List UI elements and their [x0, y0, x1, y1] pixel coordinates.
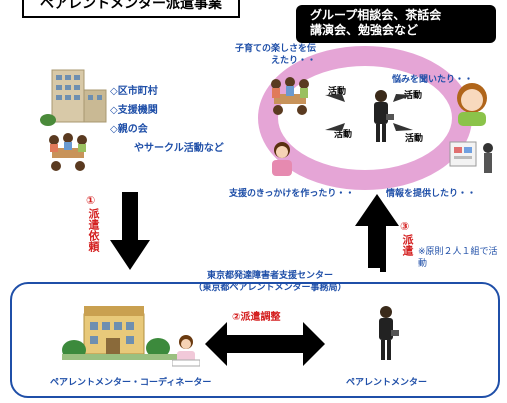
coordination-double-arrow	[205, 322, 325, 366]
header-box: ペアレントメンター派遣事業	[22, 0, 240, 18]
group-meeting-icon	[271, 77, 309, 115]
dispatch-arrow-up	[355, 194, 399, 272]
caption-bottom-right: 情報を提供したり・・	[386, 189, 477, 199]
support-center-building-icon	[62, 306, 180, 360]
presentation-icon	[449, 141, 493, 173]
step2-number: ②	[232, 312, 241, 323]
mentor-figure-bottom	[379, 306, 399, 360]
pair-note: ※原則２人１組で活動	[418, 247, 498, 269]
step3-label: 派遣	[401, 234, 414, 256]
requester-item: ◇親の会	[110, 124, 148, 135]
caption-bottom-left: 支援のきっかけを作ったり・・	[229, 189, 355, 199]
banner-line1: グループ相談会、茶話会	[310, 8, 442, 22]
request-arrow-down	[110, 192, 150, 270]
requester-item: ◇支援機関	[110, 105, 158, 116]
support-center-name: 東京都発達障害者支援センター	[160, 268, 380, 281]
requester-item: ◇区市町村	[110, 86, 158, 97]
caption-top-right: 悩みを聞いたり・・	[392, 75, 474, 85]
step2-text: 派遣調整	[240, 312, 281, 323]
activity-badge: 活動	[404, 91, 423, 101]
activity-badge: 活動	[334, 130, 353, 140]
activity-banner: グループ相談会、茶話会 講演会、勉強会など	[296, 5, 496, 43]
step2-label: ②派遣調整	[232, 308, 280, 323]
support-center-box	[10, 282, 500, 398]
header-title: ペアレントメンター派遣事業	[40, 0, 222, 12]
step1-number: ①	[86, 194, 96, 207]
activity-arrows	[325, 94, 413, 131]
city-hall-building-icon	[40, 69, 107, 126]
mentor-figure-center	[374, 90, 394, 142]
activity-badge: 活動	[328, 87, 347, 97]
requester-list: ◇区市町村 ◇支援機関 ◇親の会 やサークル活動など	[110, 82, 224, 158]
coordinator-label: ペアレントメンター・コーディネーター	[50, 378, 212, 388]
parents-meeting-icon	[49, 133, 87, 171]
caption-top-left: 子育ての楽しさを伝えたり・・	[234, 44, 316, 66]
coordinator-figure	[172, 335, 200, 367]
worried-woman-icon	[457, 83, 487, 126]
step3-number: ③	[400, 220, 410, 233]
requester-item: やサークル活動など	[134, 143, 224, 154]
support-center-sub: （東京都ペアレントメンター事務局）	[193, 283, 347, 293]
woman-speaking-icon	[272, 142, 292, 176]
banner-line2: 講演会、勉強会など	[310, 23, 419, 37]
step1-label: 派遣依頼	[87, 208, 100, 252]
mentor-label: ペアレントメンター	[346, 378, 428, 388]
activity-badge: 活動	[405, 134, 424, 144]
